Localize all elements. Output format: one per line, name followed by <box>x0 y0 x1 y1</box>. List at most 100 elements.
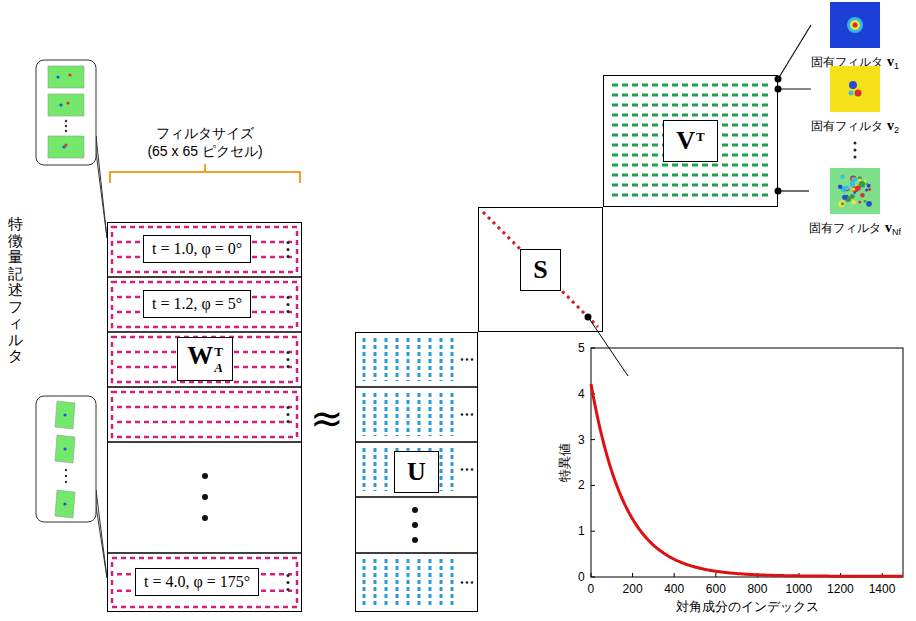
eigenfilter: 固有フィルタv2 <box>811 66 899 136</box>
image-blob <box>850 176 856 182</box>
ellipsis-dot <box>287 255 290 258</box>
node-text: A <box>214 360 223 375</box>
matrix-symbol-box: WTA <box>177 337 233 381</box>
text-line: (65 x 65 ピクセル) <box>147 143 262 161</box>
filter-dot <box>63 502 66 505</box>
column-pattern <box>451 338 454 381</box>
ellipsis-dot <box>202 515 208 521</box>
filter-dot <box>64 143 67 146</box>
row-divider <box>355 386 478 388</box>
node-text: T <box>214 344 223 359</box>
eigenfilter-image <box>830 66 880 112</box>
ellipsis-dot <box>461 413 464 416</box>
column-pattern <box>440 393 443 436</box>
size-heading: フィルタサイズ (65 x 65 ピクセル) <box>147 125 262 160</box>
image-blob <box>859 181 865 187</box>
column-pattern <box>429 338 432 381</box>
ellipsis-dot <box>466 581 469 584</box>
filter-row-pattern <box>117 421 292 424</box>
ellipsis-dot <box>471 581 474 584</box>
row-divider <box>355 441 478 443</box>
column-pattern <box>451 448 454 491</box>
ellipsis-dot <box>287 310 290 313</box>
axis-title: 対角成分のインデックス <box>676 599 819 615</box>
row-pattern <box>612 114 770 117</box>
filter-row-label: t = 1.2, φ = 5° <box>143 290 251 317</box>
ellipsis-dot <box>65 130 67 132</box>
ellipsis-dot <box>65 469 67 471</box>
image-blob <box>838 201 844 207</box>
vertical-caption: 特徴量記述フィルタ <box>8 216 23 365</box>
row-divider <box>107 552 302 554</box>
eigenfilter-image <box>830 168 880 214</box>
node-text: 1 <box>894 61 899 71</box>
tick-label: 2 <box>578 478 585 492</box>
node-text: 2 <box>894 125 899 135</box>
tick-mark <box>591 439 595 440</box>
ellipsis-dot <box>65 125 67 127</box>
tick-label: 1200 <box>827 582 854 596</box>
row-pattern <box>612 84 770 87</box>
column-pattern <box>418 393 421 436</box>
image-blob <box>840 174 844 178</box>
image-blob <box>858 179 861 182</box>
tick-mark <box>715 573 716 577</box>
tick-label: 4 <box>578 387 585 401</box>
ellipsis-dot <box>471 358 474 361</box>
ellipsis-dot <box>287 358 290 361</box>
callout-bubble <box>36 60 96 165</box>
row-pattern <box>612 104 770 107</box>
node-text: t = 1.2, φ = 5° <box>152 294 242 313</box>
image-blob <box>852 23 857 28</box>
feature-filter-thumbnail <box>48 94 84 116</box>
s-matrix: S <box>478 207 603 332</box>
ellipsis-dot <box>287 241 290 244</box>
ellipsis-dot <box>461 358 464 361</box>
row-divider <box>107 276 302 278</box>
junction-dot <box>775 188 782 195</box>
image-blob <box>867 184 871 188</box>
column-pattern <box>385 448 388 491</box>
image-blob <box>849 81 857 89</box>
column-pattern <box>429 559 432 606</box>
column-pattern <box>374 448 377 491</box>
image-blob <box>864 180 866 182</box>
image-blob <box>852 188 855 191</box>
node-text: S <box>533 257 547 283</box>
column-pattern <box>440 448 443 491</box>
ellipsis-dot <box>287 365 290 368</box>
ellipsis-dot <box>65 120 67 122</box>
ellipsis-dot <box>466 358 469 361</box>
ellipsis-dot <box>854 149 857 152</box>
tick-label: 1000 <box>786 582 813 596</box>
superscript-slot: T <box>696 128 705 144</box>
ellipsis-dot <box>466 413 469 416</box>
image-blob <box>850 20 860 30</box>
column-pattern <box>363 559 366 606</box>
tick-label: 0 <box>578 570 585 584</box>
column-pattern <box>374 559 377 606</box>
size-bracket <box>110 164 300 183</box>
filter-row-pattern <box>112 558 297 607</box>
tick-mark <box>591 485 595 486</box>
callout-tail <box>96 490 107 578</box>
image-blob <box>868 188 871 191</box>
node-text: t = 1.0, φ = 0° <box>152 239 242 258</box>
node-text: U <box>407 459 426 485</box>
tick-label: 600 <box>706 582 726 596</box>
tick-label: 5 <box>578 341 585 355</box>
ellipsis-dot <box>287 351 290 354</box>
column-pattern <box>440 559 443 606</box>
row-pattern <box>612 174 770 177</box>
column-pattern <box>429 393 432 436</box>
matrix-symbol-box: S <box>520 249 560 291</box>
image-blob <box>838 185 843 190</box>
filter-dot <box>59 103 62 106</box>
vt-matrix: VT <box>603 75 778 207</box>
ellipsis-dot <box>854 156 857 159</box>
ellipsis-dot <box>287 248 290 251</box>
filter-row-pattern <box>112 392 297 437</box>
